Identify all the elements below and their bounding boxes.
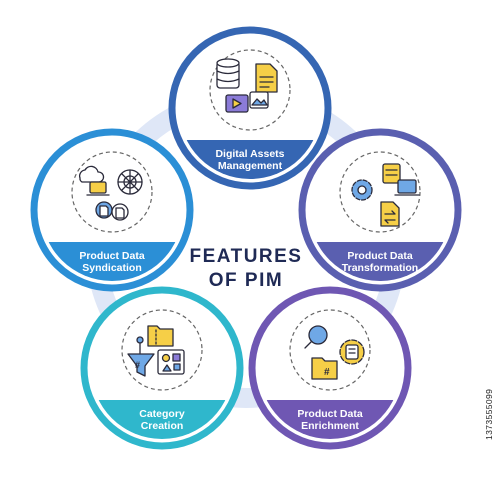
feature-syndication: Product Data Syndication: [30, 128, 194, 292]
network-icon: [117, 169, 143, 195]
feature-label-line1: Product Data: [79, 250, 145, 262]
zip-folder-icon: [147, 325, 174, 347]
cloud-laptop-icon: [79, 165, 110, 196]
title-line1: FEATURES: [190, 246, 303, 267]
feature-label-line1: Product Data: [297, 408, 363, 420]
feature-label-line2: Syndication: [82, 262, 142, 274]
diagram-title: FEATURES OF PIM: [190, 246, 303, 291]
laptop-icon: [394, 179, 420, 196]
dashed-orbit: [209, 49, 291, 131]
dashed-orbit: [289, 309, 371, 391]
feature-category: # Category Creation: [80, 286, 244, 450]
feature-label-line1: Category: [139, 408, 185, 420]
transform-document-icon: [380, 201, 400, 227]
svg-text:#: #: [324, 367, 330, 378]
feature-label-line1: Product Data: [347, 250, 413, 262]
title-line2: OF PIM: [209, 270, 283, 291]
feature-label-line2: Management: [218, 160, 283, 172]
dashed-orbit: [339, 151, 421, 233]
link-node-icon: [136, 336, 144, 354]
dashed-orbit: [71, 151, 153, 233]
funnel-icon: #: [127, 353, 155, 377]
feature-label-line2: Enrichment: [301, 420, 359, 432]
gear-icon: [351, 179, 373, 201]
magnifier-icon: [304, 325, 328, 349]
database-icon: [216, 58, 240, 89]
dashed-orbit: [121, 309, 203, 391]
feature-enrichment: # Product Data Enrichment: [248, 286, 412, 450]
copy-documents-icon: [95, 201, 129, 221]
svg-text:#: #: [135, 360, 140, 370]
list-icon: [382, 163, 401, 184]
media-files-icon: [225, 91, 269, 113]
hashtag-folder-icon: #: [311, 357, 338, 380]
shapes-icon: [157, 349, 185, 375]
feature-digital-assets: Digital Assets Management: [168, 26, 332, 190]
feature-label-line1: Digital Assets: [215, 148, 284, 160]
settings-chip-icon: [339, 339, 365, 365]
feature-transformation: Product Data Transformation: [298, 128, 462, 292]
feature-label-line2: Transformation: [342, 262, 418, 274]
feature-label-line2: Creation: [141, 420, 184, 432]
stock-id: 1373555099: [484, 389, 494, 440]
document-icon: [255, 63, 278, 93]
